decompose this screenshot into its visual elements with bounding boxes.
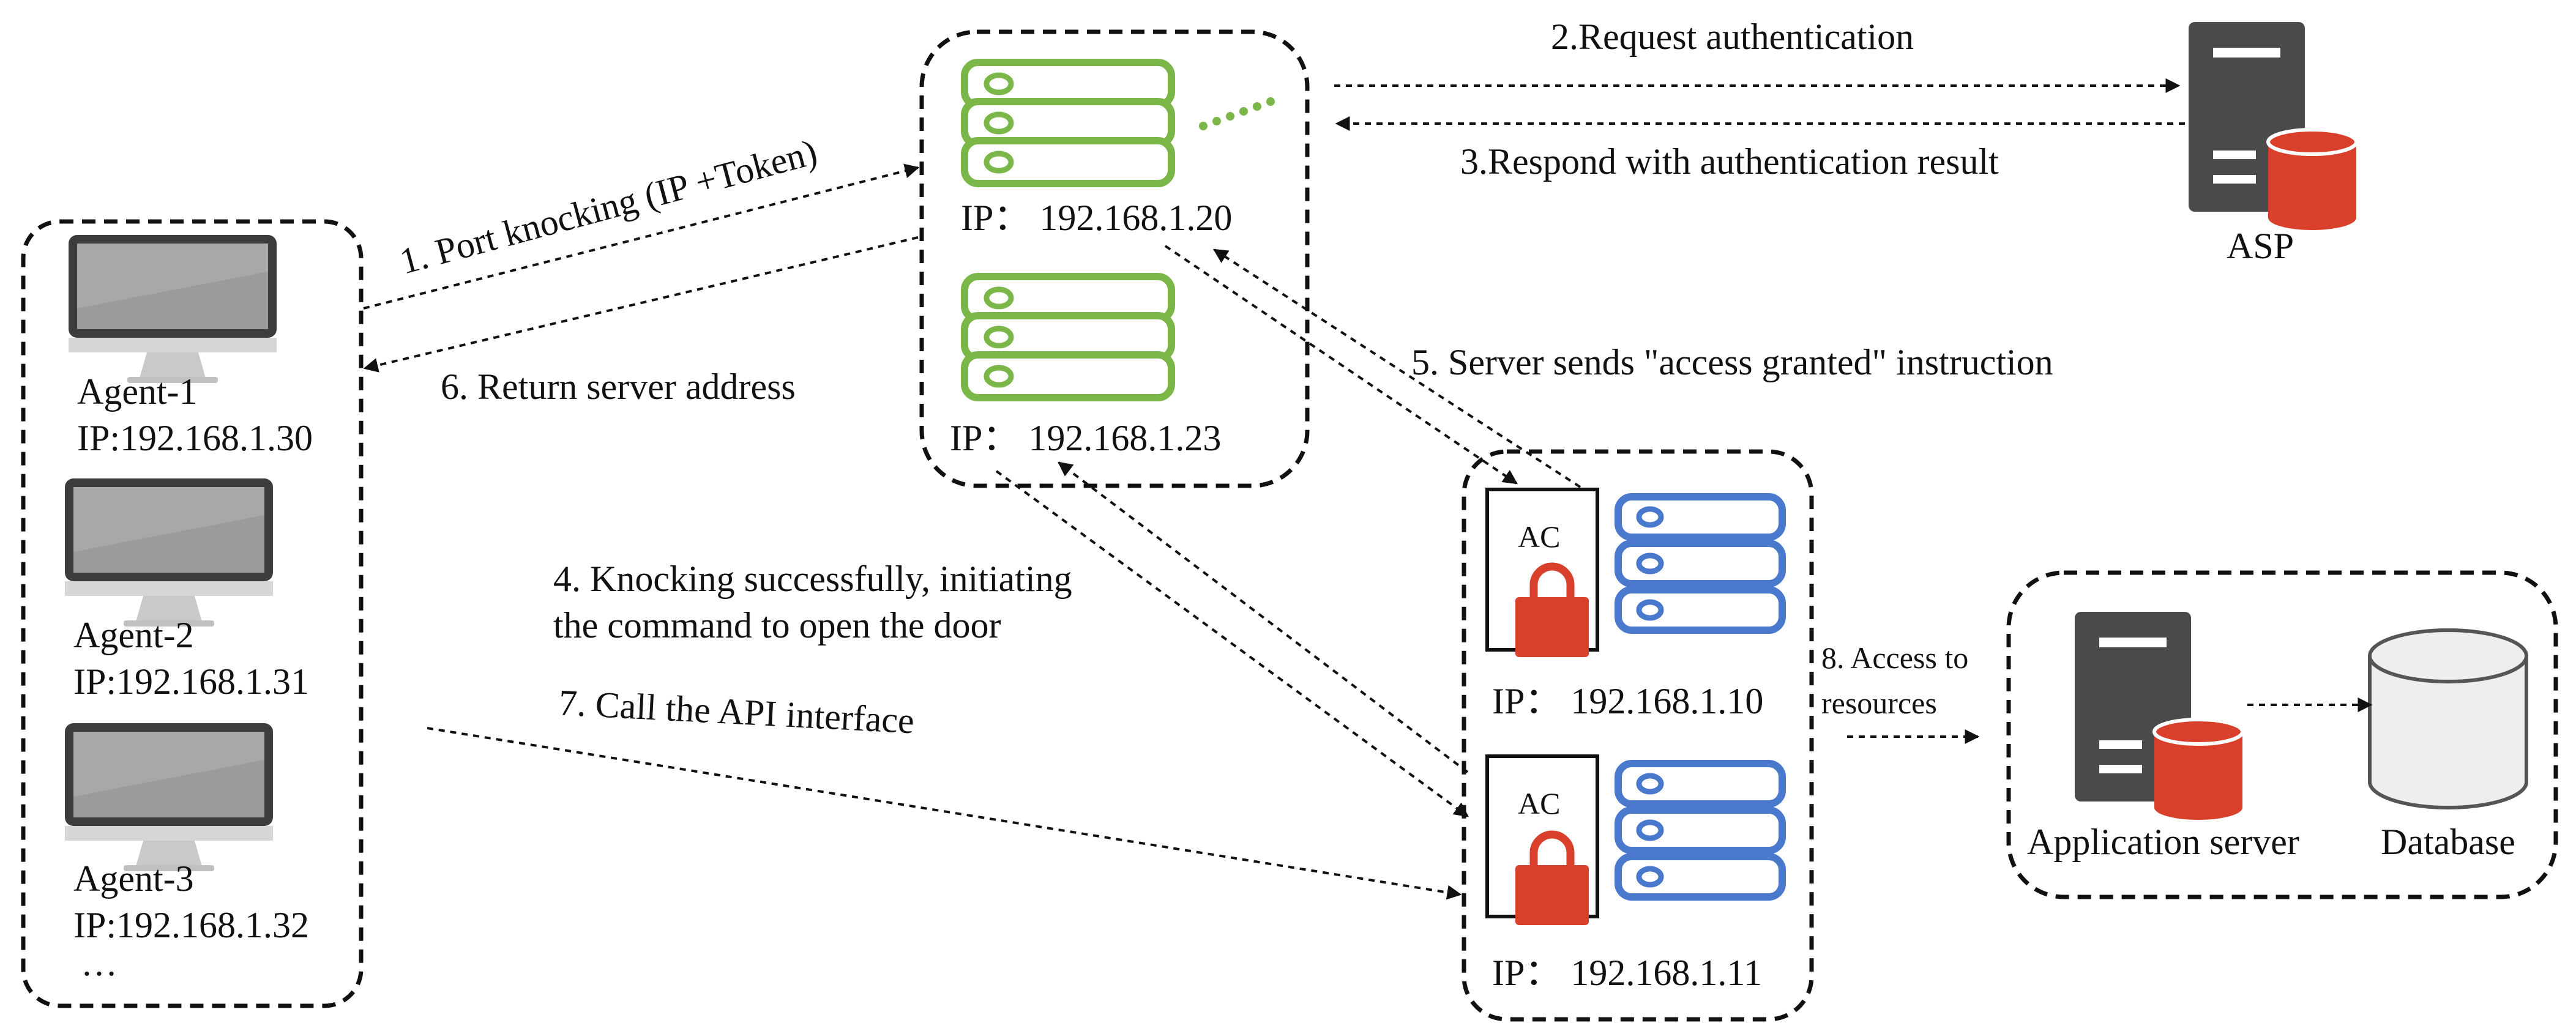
agent-2: Agent-2 IP:192.168.1.31 bbox=[65, 478, 309, 702]
database: Database bbox=[2368, 628, 2528, 862]
ac-server-1-ip: IP： 192.168.1.10 bbox=[1492, 681, 1763, 721]
monitor-icon bbox=[69, 235, 277, 383]
arrow-step-1 bbox=[363, 163, 920, 310]
blue-server-icon bbox=[1618, 497, 1782, 630]
agent-2-ip: IP:192.168.1.31 bbox=[73, 661, 309, 702]
arrow-step-6 bbox=[363, 236, 919, 373]
arrow-step-7 bbox=[427, 727, 1462, 900]
arrow-step-5-up bbox=[1212, 248, 1581, 488]
agents-group-box bbox=[21, 219, 364, 1008]
step-4-label-line2: the command to open the door bbox=[553, 605, 1001, 645]
spa-server-group-box bbox=[919, 29, 1310, 488]
application-server-label: Application server bbox=[2027, 822, 2299, 862]
step-2-label: 2.Request authentication bbox=[1551, 17, 1914, 57]
agent-1-name: Agent-1 bbox=[77, 371, 198, 412]
step-5-label: 5. Server sends "access granted" instruc… bbox=[1411, 342, 2053, 382]
agent-1: Agent-1 IP:192.168.1.30 bbox=[69, 235, 313, 458]
step-4-label-line1: 4. Knocking successfully, initiating bbox=[553, 559, 1072, 599]
arrow-step-4-up bbox=[1058, 461, 1469, 773]
database-icon-top bbox=[2368, 628, 2528, 683]
spa-server-dots bbox=[1199, 97, 1275, 130]
step-1-label: 1. Port knocking (IP +Token) bbox=[395, 132, 821, 282]
agents-more-ellipsis: … bbox=[81, 943, 118, 983]
application-server-icon bbox=[2075, 612, 2242, 820]
spa-server-1-ip: IP： 192.168.1.20 bbox=[961, 198, 1232, 238]
asp-label: ASP bbox=[2227, 226, 2294, 266]
ac-server-2: AC IP： 192.168.1.11 bbox=[1485, 754, 1782, 993]
arrow-step-4-down bbox=[995, 470, 1469, 817]
agent-3-ip: IP:192.168.1.32 bbox=[73, 905, 309, 945]
agent-2-name: Agent-2 bbox=[73, 615, 194, 655]
step-6-label: 6. Return server address bbox=[441, 366, 796, 407]
agent-1-ip: IP:192.168.1.30 bbox=[77, 418, 313, 458]
application-server: Application server bbox=[2027, 612, 2299, 862]
resource-group-box bbox=[2006, 570, 2558, 899]
green-server-icon bbox=[965, 277, 1171, 398]
ac-server-2-ip: IP： 192.168.1.11 bbox=[1492, 953, 1762, 993]
spa-server-1: IP： 192.168.1.20 bbox=[961, 62, 1232, 238]
monitor-icon bbox=[65, 723, 273, 871]
spa-server-2-ip: IP： 192.168.1.23 bbox=[950, 418, 1221, 458]
spa-server-2: IP： 192.168.1.23 bbox=[950, 277, 1221, 458]
monitor-icon bbox=[65, 478, 273, 627]
arrow-step-5-down bbox=[1164, 245, 1518, 485]
step-3-label: 3.Respond with authentication result bbox=[1460, 141, 1999, 182]
step-7-label: 7. Call the API interface bbox=[558, 682, 915, 741]
green-server-icon bbox=[965, 62, 1171, 184]
ac-2-label: AC bbox=[1518, 786, 1560, 820]
asp-server: ASP bbox=[2189, 22, 2356, 266]
step-8-label-line2: resources bbox=[1821, 686, 1937, 720]
database-icon bbox=[2368, 656, 2528, 809]
agent-3-name: Agent-3 bbox=[73, 858, 194, 899]
ac-1-label: AC bbox=[1518, 519, 1560, 554]
database-label: Database bbox=[2381, 822, 2515, 862]
ac-server-1: AC IP： 192.168.1.10 bbox=[1485, 488, 1782, 721]
blue-server-icon bbox=[1618, 764, 1782, 897]
agent-3: Agent-3 IP:192.168.1.32 bbox=[65, 723, 309, 945]
asp-server-icon bbox=[2189, 22, 2356, 230]
step-8-label-line1: 8. Access to bbox=[1821, 641, 1968, 675]
